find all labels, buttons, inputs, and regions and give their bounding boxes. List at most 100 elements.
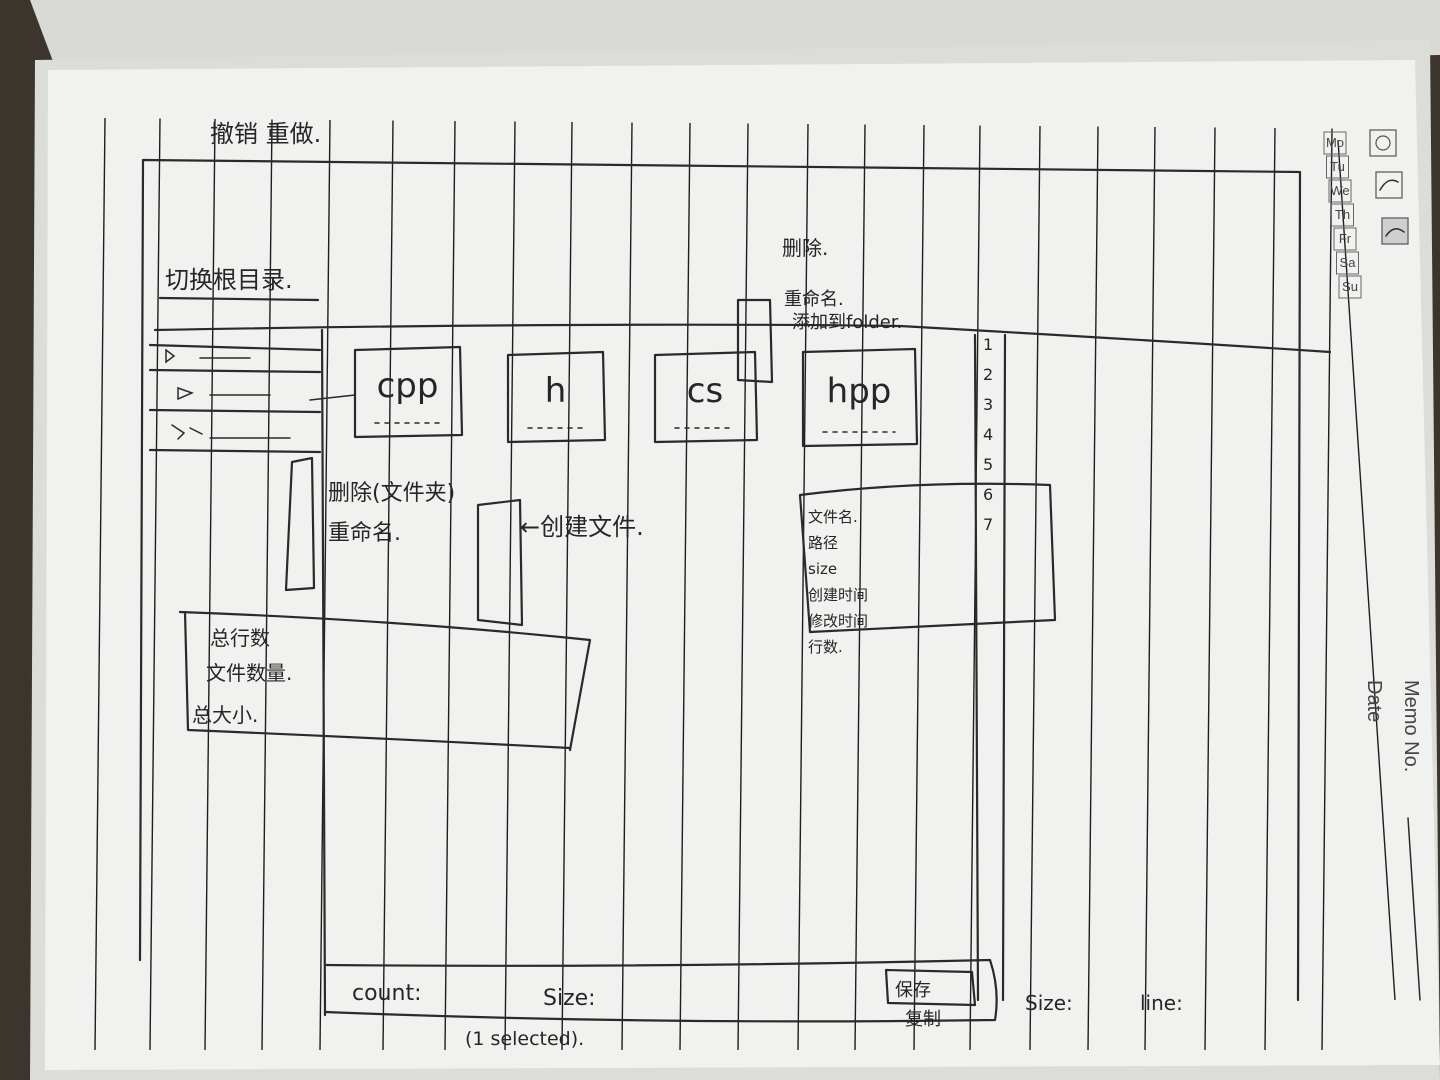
line-number: 3 <box>983 395 993 414</box>
cloud-icon-shape <box>1379 179 1399 191</box>
ruled-line <box>149 118 161 1051</box>
menu-delete: 删除. <box>782 236 828 260</box>
line-number: 7 <box>983 515 993 534</box>
weekday-label: Th <box>1335 207 1350 222</box>
ruled-lines <box>94 117 1333 1051</box>
ruled-line <box>1144 126 1156 1051</box>
gutter-borders <box>973 333 1007 1002</box>
ruled-line <box>621 122 633 1051</box>
ruled-line <box>382 120 394 1051</box>
file-info-row: 文件名. <box>808 508 858 526</box>
file-tile-frame <box>653 350 759 444</box>
menu-rename: 重命名. <box>784 289 844 310</box>
file-type-label: cs <box>687 371 723 411</box>
tree-context-menu: 删除(文件夹) 重命名. <box>284 456 455 592</box>
file-tile-frame <box>801 347 919 448</box>
save-button[interactable]: 保存 <box>895 980 931 1001</box>
file-info-row: size <box>808 560 837 578</box>
weather-icons <box>1369 129 1409 245</box>
tree-menu-delete: 删除(文件夹) <box>328 481 455 506</box>
file-info-box <box>798 482 1057 634</box>
file-tiles: cpp h cs hpp <box>353 345 919 448</box>
weekday-box <box>1331 203 1354 227</box>
create-file-menu-box <box>476 498 524 627</box>
file-tile[interactable]: h <box>506 350 607 444</box>
folder-tree <box>148 343 322 454</box>
file-tile[interactable]: cpp <box>353 345 464 439</box>
ruled-line <box>319 119 331 1051</box>
ruled-line <box>1204 127 1216 1051</box>
ruled-line <box>679 122 691 1051</box>
weekday-box <box>1323 131 1347 155</box>
line-number: 5 <box>983 455 993 474</box>
ruled-line <box>1264 127 1276 1051</box>
weekday-box <box>1328 179 1352 203</box>
create-file-note: ←创建文件. <box>520 513 644 541</box>
sun-icon <box>1369 129 1397 157</box>
sun-icon-circle <box>1375 135 1391 151</box>
ruled-line <box>504 121 516 1051</box>
file-info-row: 修改时间 <box>808 612 868 630</box>
line-number: 4 <box>983 425 993 444</box>
line-number: 1 <box>983 335 993 354</box>
margin-line <box>1337 139 1396 1001</box>
status-size: Size: <box>543 986 596 1011</box>
ruled-line <box>737 123 749 1051</box>
info-panel-box <box>178 610 592 752</box>
switch-root-note: 切换根目录. <box>165 266 293 294</box>
ruled-line <box>94 117 106 1051</box>
file-tile-frame <box>506 350 607 444</box>
undo-redo-note: 撤销 重做. <box>210 120 321 148</box>
status-bar-box <box>323 958 998 1023</box>
ruled-line <box>1321 128 1333 1051</box>
ruled-line <box>969 125 981 1051</box>
arrow-line <box>309 394 356 401</box>
menu-add-to-folder: 添加到folder. <box>792 312 902 333</box>
file-type-label: h <box>545 371 567 411</box>
tree-expand-icon[interactable] <box>177 386 195 401</box>
tree-expand-icon[interactable] <box>165 348 176 364</box>
ruled-line <box>204 118 216 1051</box>
file-info-row: 行数. <box>808 638 843 656</box>
status-bar: count: Size: (1 selected). 保存 复制 Size: l… <box>323 958 1183 1050</box>
file-info-row: 路径 <box>808 534 838 552</box>
save-button-box[interactable] <box>884 968 977 1007</box>
create-file-menu: ←创建文件. <box>476 498 644 627</box>
left-info-panel: 总行数 文件数量. 总大小. <box>178 610 592 752</box>
ruled-line <box>1029 125 1041 1051</box>
weekday-box <box>1338 275 1362 299</box>
file-info-row: 创建时间 <box>808 586 868 604</box>
status-right-size: Size: <box>1025 991 1073 1015</box>
file-tile-frame <box>353 345 464 439</box>
date-label: Date <box>1363 680 1385 722</box>
toolbar-underline <box>158 296 320 302</box>
tree-context-menu-box <box>284 456 316 592</box>
weekday-label: Sa <box>1340 255 1357 270</box>
weekday-box <box>1336 251 1359 275</box>
ruled-line <box>913 124 925 1051</box>
line-number: 6 <box>983 485 993 504</box>
copy-button[interactable]: 复制 <box>905 1009 941 1030</box>
line-number: 2 <box>983 365 993 384</box>
rain-icon-shape <box>1385 228 1405 237</box>
weekday-label: We <box>1330 183 1349 198</box>
weekday-box <box>1326 155 1349 179</box>
weekday-label: Su <box>1342 279 1358 294</box>
tree-menu-rename: 重命名. <box>328 521 401 546</box>
main-panel-left-border <box>320 328 327 1017</box>
file-tile[interactable]: hpp <box>801 347 919 448</box>
tree-item-labels <box>199 357 291 439</box>
weekday-label: Fr <box>1339 231 1352 246</box>
file-type-label: cpp <box>377 366 439 406</box>
ruled-line <box>444 120 456 1051</box>
file-type-label: hpp <box>827 372 892 412</box>
status-right-line: line: <box>1140 991 1183 1015</box>
ruled-line <box>561 121 573 1051</box>
total-lines-label: 总行数 <box>210 626 270 650</box>
tree-row-lines <box>148 343 322 454</box>
file-tile[interactable]: cs <box>653 350 759 444</box>
weekday-box <box>1333 227 1357 251</box>
tile-context-menu-box <box>736 298 774 384</box>
